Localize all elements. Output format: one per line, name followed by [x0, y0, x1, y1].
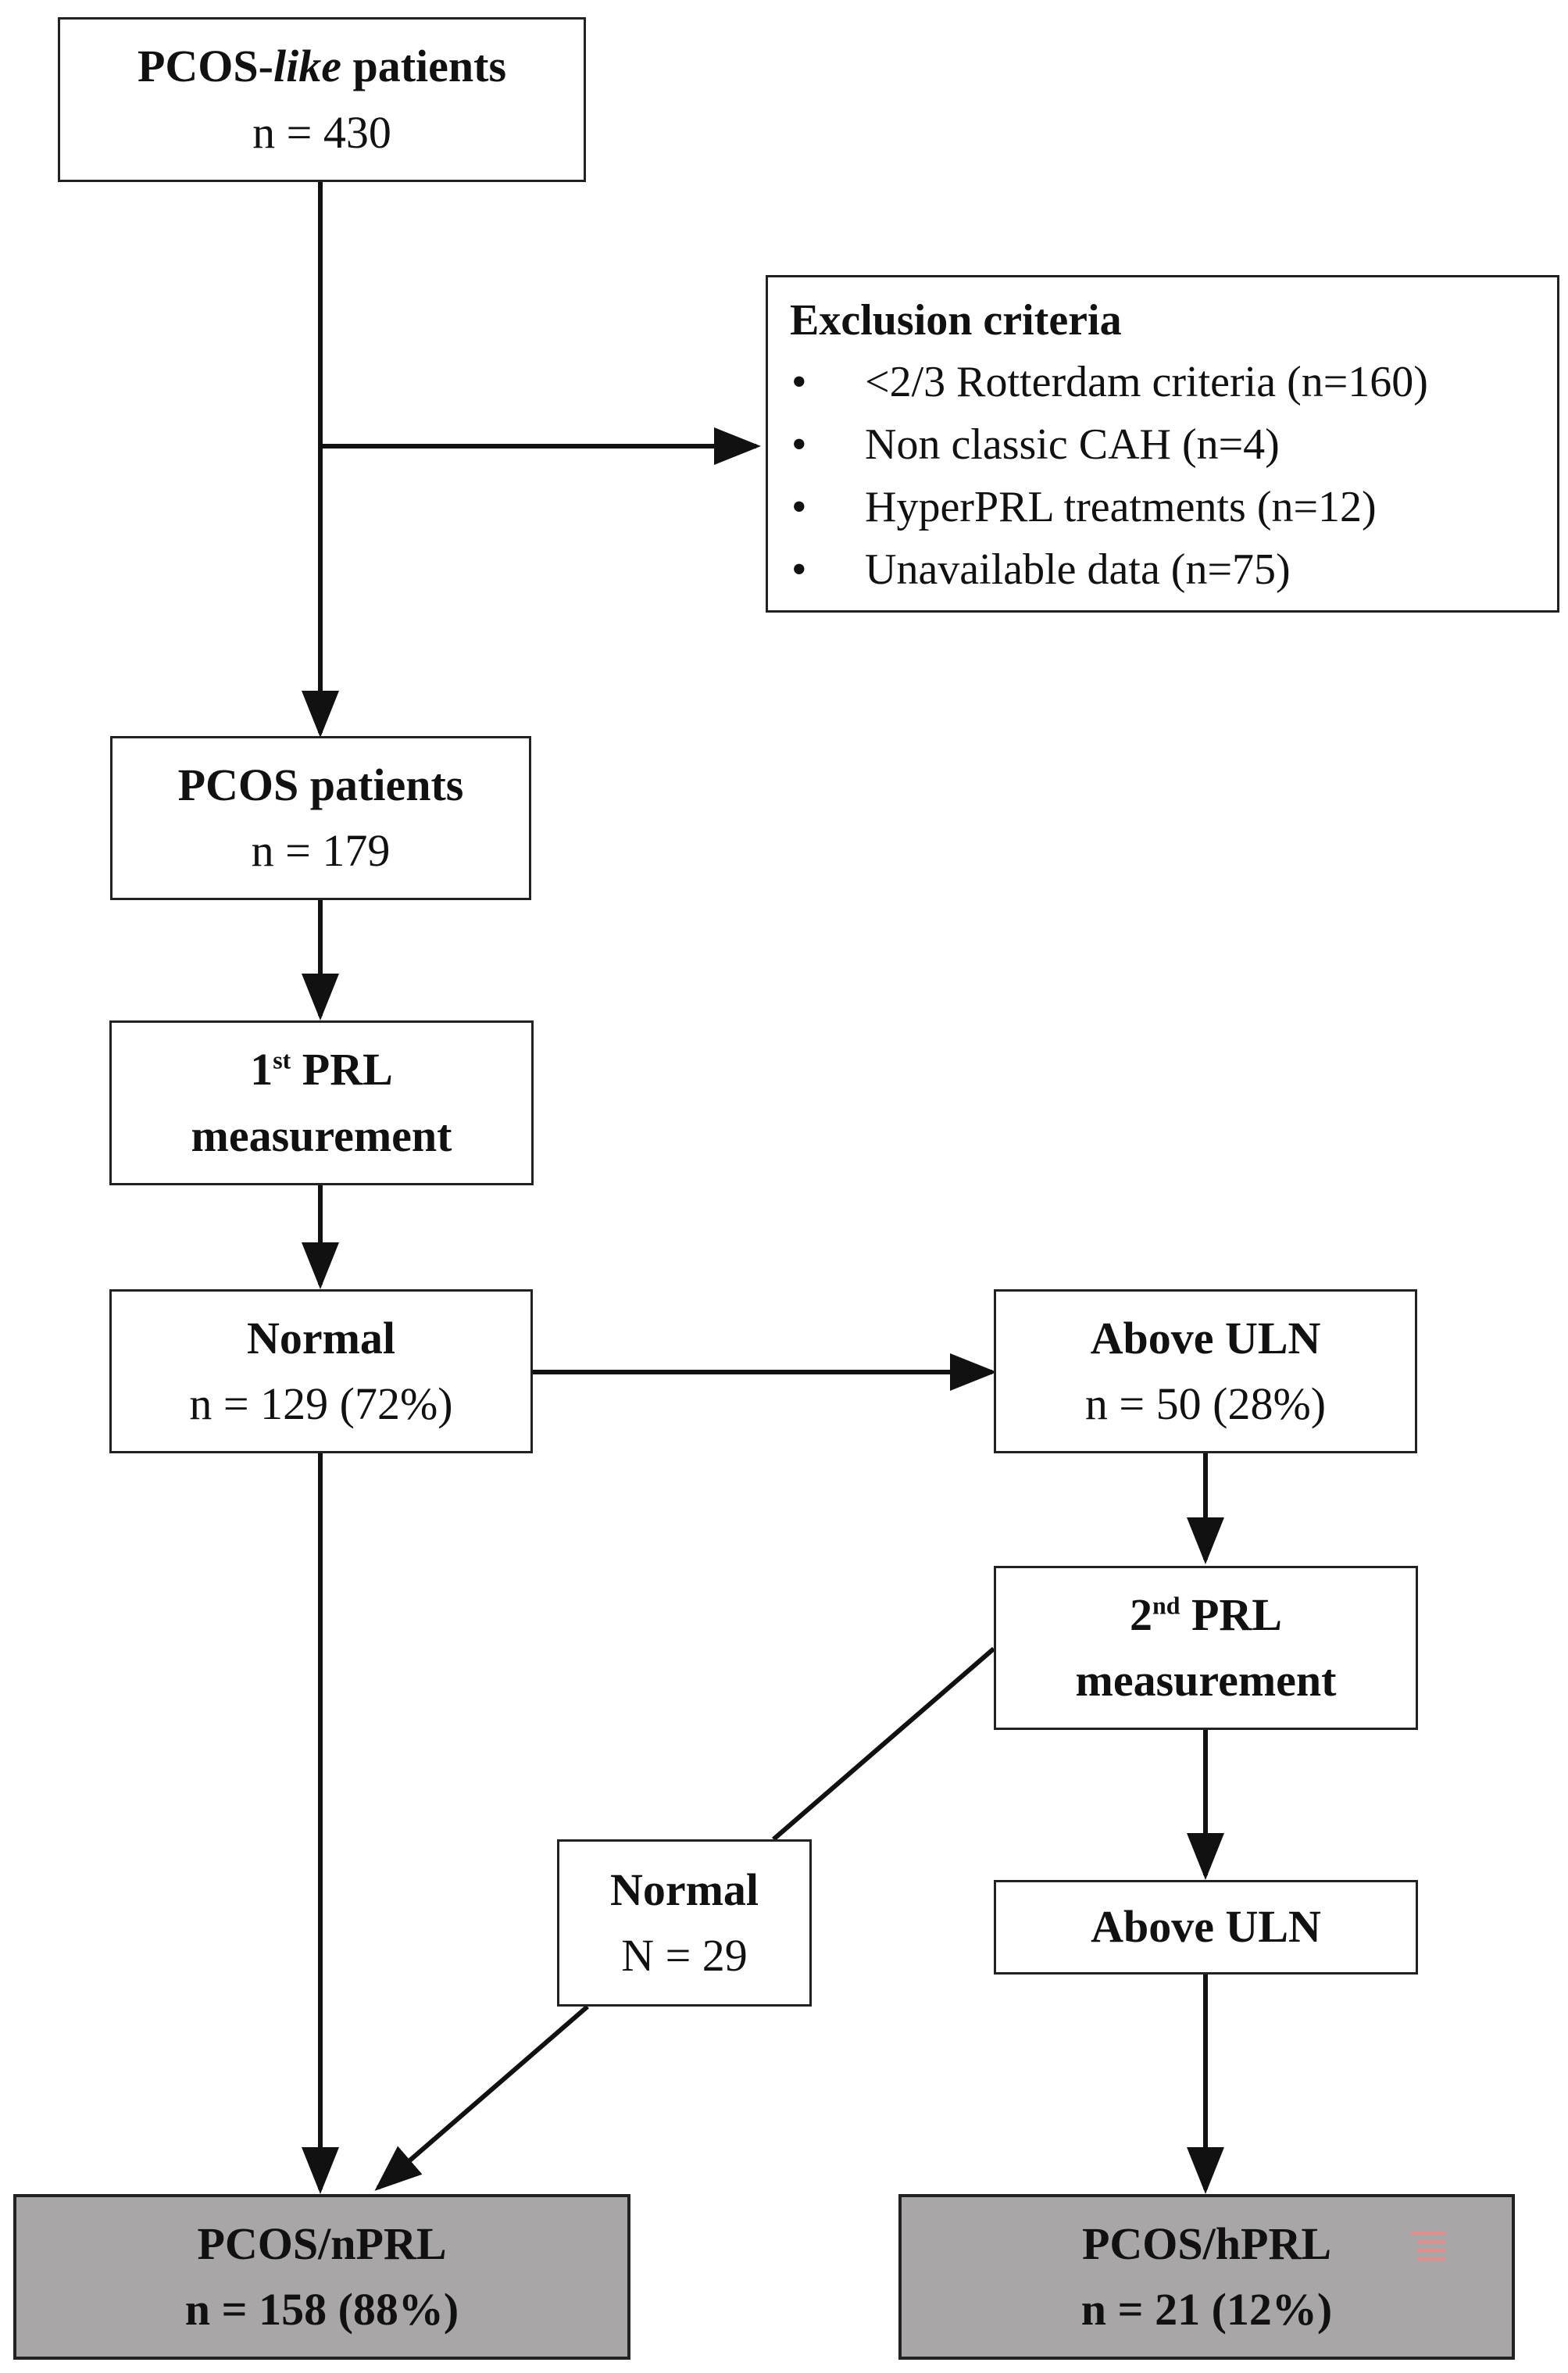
normal-2-title: Normal [609, 1864, 759, 1915]
exclusion-title: Exclusion criteria [790, 296, 1122, 345]
normal-2-box: Normal N = 29 [557, 1839, 812, 2007]
exclusion-criteria-box: Exclusion criteria <2/3 Rotterdam criter… [766, 275, 1559, 613]
line-to-normal-2 [772, 1646, 995, 1842]
exclusion-item: HyperPRL treatments (n=12) [790, 476, 1428, 538]
normal-1-box: Normal n = 129 (72%) [109, 1289, 533, 1453]
pcos-patients-box: PCOS patients n = 179 [110, 736, 531, 900]
exclusion-item: Non classic CAH (n=4) [790, 413, 1428, 476]
above-1-title: Above ULN [1090, 1312, 1321, 1363]
first-prl-title: 1st PRL [250, 1044, 393, 1095]
pcos-like-patients-box: PCOS-like patients n = 430 [58, 17, 586, 182]
normal-1-title: Normal [246, 1312, 396, 1363]
normal-2-count: N = 29 [621, 1930, 748, 1981]
first-prl-title-line2: measurement [191, 1110, 452, 1161]
pcos-hprl-outcome-box: PCOS/hPRL n = 21 (12%) [898, 2194, 1515, 2360]
above-2-title: Above ULN [1091, 1901, 1321, 1953]
decorative-mark-icon [1411, 2232, 1445, 2266]
above-uln-1-box: Above ULN n = 50 (28%) [994, 1289, 1417, 1453]
above-uln-2-box: Above ULN [994, 1880, 1418, 1975]
second-prl-title: 2nd PRL [1130, 1589, 1282, 1640]
normal-1-count: n = 129 (72%) [189, 1378, 453, 1429]
exclusion-item: Unavailable data (n=75) [790, 538, 1428, 601]
above-1-count: n = 50 (28%) [1084, 1378, 1327, 1429]
arrow-normal-2-to-npr [374, 2004, 589, 2191]
second-prl-measurement-box: 2nd PRL measurement [994, 1566, 1418, 1730]
npr-title: PCOS/nPRL [197, 2218, 447, 2269]
exclusion-list: <2/3 Rotterdam criteria (n=160) Non clas… [790, 351, 1428, 601]
pcos-like-count: n = 430 [252, 106, 391, 158]
pcos-count: n = 179 [251, 825, 391, 876]
exclusion-item: <2/3 Rotterdam criteria (n=160) [790, 351, 1428, 413]
first-prl-measurement-box: 1st PRL measurement [109, 1020, 534, 1185]
npr-count: n = 158 (88%) [184, 2284, 459, 2335]
hprl-count: n = 21 (12%) [1080, 2284, 1333, 2335]
pcos-like-title: PCOS-like patients [137, 41, 507, 92]
pcos-nprl-outcome-box: PCOS/nPRL n = 158 (88%) [13, 2194, 630, 2360]
hprl-title: PCOS/hPRL [1081, 2218, 1332, 2269]
second-prl-title-line2: measurement [1075, 1655, 1337, 1706]
pcos-title: PCOS patients [177, 759, 464, 810]
